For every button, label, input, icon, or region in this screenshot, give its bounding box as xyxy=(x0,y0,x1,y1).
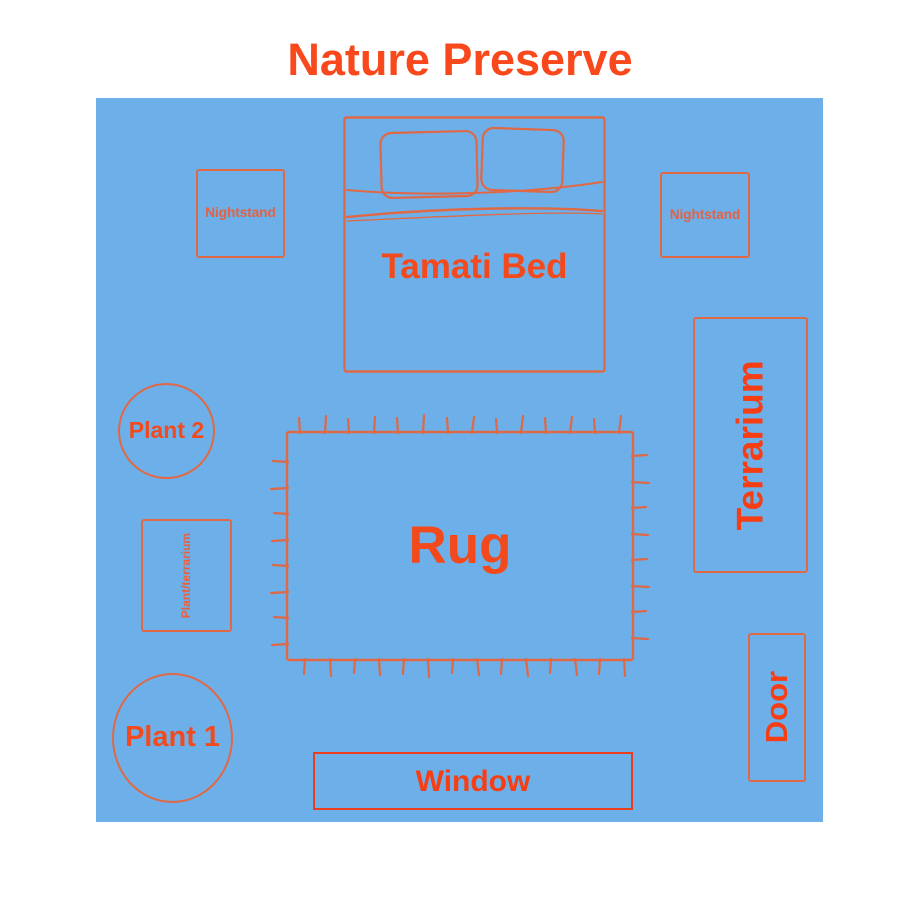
nightstand-right-label: Nightstand xyxy=(669,206,741,222)
door-label: Door xyxy=(758,671,794,744)
nightstand-right[interactable]: Nightstand xyxy=(660,172,750,258)
bed-label: Tamati Bed xyxy=(381,247,568,286)
plant-1[interactable]: Plant 1 xyxy=(112,673,233,803)
bed[interactable]: Tamati Bed xyxy=(343,116,606,373)
plant-terrarium-label: Plant/terrarium xyxy=(178,532,193,619)
terrarium-label: Terrarium xyxy=(729,360,771,530)
window-label: Window xyxy=(415,764,531,798)
door[interactable]: Door xyxy=(748,633,806,782)
plant-1-label: Plant 1 xyxy=(124,721,221,754)
rug-label: Rug xyxy=(408,515,512,575)
room-canvas: Tamati Bed Nightstand Nightstand Terrari… xyxy=(96,98,823,822)
page-title: Nature Preserve xyxy=(287,34,633,85)
bed-illustration xyxy=(343,116,606,373)
window[interactable]: Window xyxy=(313,752,633,810)
terrarium[interactable]: Terrarium xyxy=(693,317,808,573)
plant-terrarium[interactable]: Plant/terrarium xyxy=(141,519,232,632)
rug-fringe-illustration xyxy=(269,413,651,679)
nightstand-left-label: Nightstand xyxy=(205,205,276,221)
plant-2-label: Plant 2 xyxy=(128,417,205,444)
nightstand-left[interactable]: Nightstand xyxy=(196,169,285,258)
rug[interactable]: Rug xyxy=(267,412,653,680)
plant-2[interactable]: Plant 2 xyxy=(118,383,215,479)
